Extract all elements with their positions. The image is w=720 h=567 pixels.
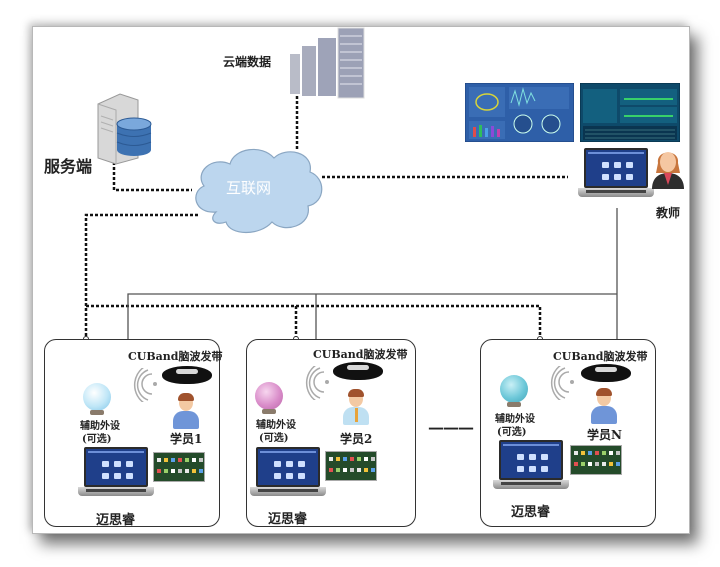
app-icon xyxy=(588,451,592,455)
app-icon xyxy=(171,469,175,473)
teacher-laptop xyxy=(578,148,654,200)
app-icon xyxy=(199,469,203,473)
app-icon xyxy=(329,468,333,472)
peripheral-note: (可选) xyxy=(497,427,527,438)
peripheral-label: 辅助外设 xyxy=(80,421,120,432)
student-tablet xyxy=(325,451,377,481)
app-icon xyxy=(343,468,347,472)
app-icon xyxy=(329,457,333,461)
app-icon xyxy=(192,469,196,473)
student-avatar-icon xyxy=(341,389,371,427)
software-label: 迈思睿 xyxy=(268,512,308,527)
cloud-icon xyxy=(195,148,323,234)
app-icon xyxy=(574,462,578,466)
app-icon xyxy=(574,451,578,455)
app-icon xyxy=(581,451,585,455)
student-tablet xyxy=(153,452,205,482)
student-label: 学员N xyxy=(587,428,622,442)
wireless-signal-icon xyxy=(305,366,329,400)
server-rack-icon xyxy=(290,27,365,99)
app-icon xyxy=(171,458,175,462)
peripheral-label: 辅助外设 xyxy=(495,414,535,425)
app-icon xyxy=(357,457,361,461)
peripheral-orb-icon xyxy=(255,382,283,410)
app-icon xyxy=(371,457,375,461)
server-label: 服务端 xyxy=(44,157,93,176)
app-icon xyxy=(178,469,182,473)
app-icon xyxy=(364,468,368,472)
app-icon xyxy=(199,458,203,462)
cloud-data-label: 云端数据 xyxy=(223,55,272,69)
teacher-avatar-icon xyxy=(652,152,684,189)
teacher-label: 教师 xyxy=(656,206,681,220)
app-icon xyxy=(336,468,340,472)
internet-label: 互联网 xyxy=(226,179,272,197)
app-icon xyxy=(616,451,620,455)
app-icon xyxy=(357,468,361,472)
app-icon xyxy=(609,462,613,466)
app-icon xyxy=(350,457,354,461)
orb-base xyxy=(262,409,276,414)
database-server-icon xyxy=(97,93,152,165)
app-icon xyxy=(595,451,599,455)
orb-base xyxy=(90,410,104,415)
student-laptop xyxy=(493,440,569,492)
app-icon xyxy=(336,457,340,461)
app-icon xyxy=(588,462,592,466)
eeg-headband-icon xyxy=(162,366,212,384)
student-label: 学员2 xyxy=(340,432,373,446)
student-avatar-icon xyxy=(589,388,619,426)
ellipsis-indicator: ——— xyxy=(428,418,474,437)
app-icon xyxy=(157,469,161,473)
app-icon xyxy=(371,468,375,472)
app-icon xyxy=(581,462,585,466)
peripheral-orb-icon xyxy=(500,375,528,403)
app-icon xyxy=(178,458,182,462)
app-icon xyxy=(343,457,347,461)
software-label: 迈思睿 xyxy=(96,513,136,528)
app-icon xyxy=(595,462,599,466)
dashboard-screen-1 xyxy=(465,83,574,142)
band-label: CUBand脑波发带 xyxy=(128,350,223,363)
eeg-headband-icon xyxy=(581,364,631,382)
app-icon xyxy=(350,468,354,472)
peripheral-note: (可选) xyxy=(259,433,289,444)
app-icon xyxy=(185,458,189,462)
band-label: CUBand脑波发带 xyxy=(553,350,648,363)
software-label: 迈思睿 xyxy=(511,505,551,520)
app-icon xyxy=(364,457,368,461)
student-avatar-icon xyxy=(171,393,201,431)
app-icon xyxy=(157,458,161,462)
eeg-headband-icon xyxy=(333,362,383,380)
wireless-signal-icon xyxy=(550,366,574,400)
peripheral-orb-icon xyxy=(83,383,111,411)
band-label: CUBand脑波发带 xyxy=(313,348,408,361)
app-icon xyxy=(616,462,620,466)
wireless-signal-icon xyxy=(133,368,157,402)
student-tablet xyxy=(570,445,622,475)
peripheral-note: (可选) xyxy=(82,434,112,445)
app-icon xyxy=(192,458,196,462)
dashboard-screen-2 xyxy=(580,83,680,142)
student-label: 学员1 xyxy=(170,432,203,446)
app-icon xyxy=(602,462,606,466)
peripheral-label: 辅助外设 xyxy=(256,420,296,431)
orb-base xyxy=(507,402,521,407)
app-icon xyxy=(185,469,189,473)
app-icon xyxy=(164,469,168,473)
student-laptop xyxy=(78,447,154,499)
app-icon xyxy=(609,451,613,455)
app-icon xyxy=(164,458,168,462)
student-laptop xyxy=(250,447,326,499)
app-icon xyxy=(602,451,606,455)
